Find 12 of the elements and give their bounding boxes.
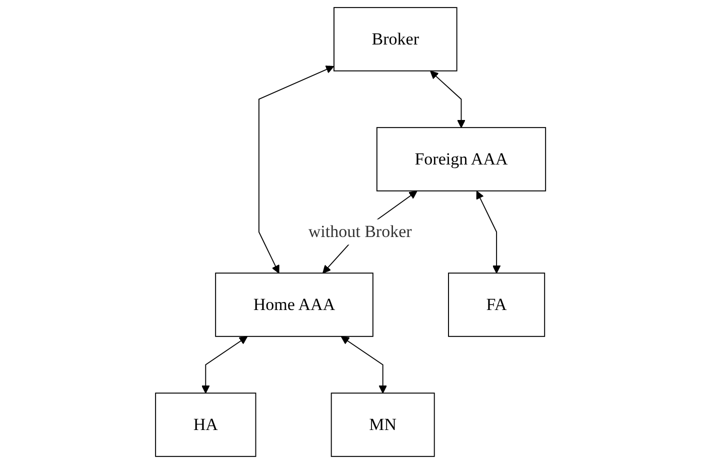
arrow — [476, 190, 501, 274]
node-box: MN — [330, 392, 435, 457]
node-box: Broker — [333, 7, 458, 72]
node-box: Home AAA — [215, 272, 374, 337]
node-box: FA — [448, 272, 545, 337]
edge-label: without Broker — [308, 222, 412, 241]
node-box: Foreign AAA — [376, 127, 546, 192]
arrow — [258, 66, 334, 274]
arrow — [201, 336, 248, 394]
node-box: HA — [155, 392, 256, 457]
arrow — [430, 70, 466, 128]
arrow — [340, 336, 387, 394]
